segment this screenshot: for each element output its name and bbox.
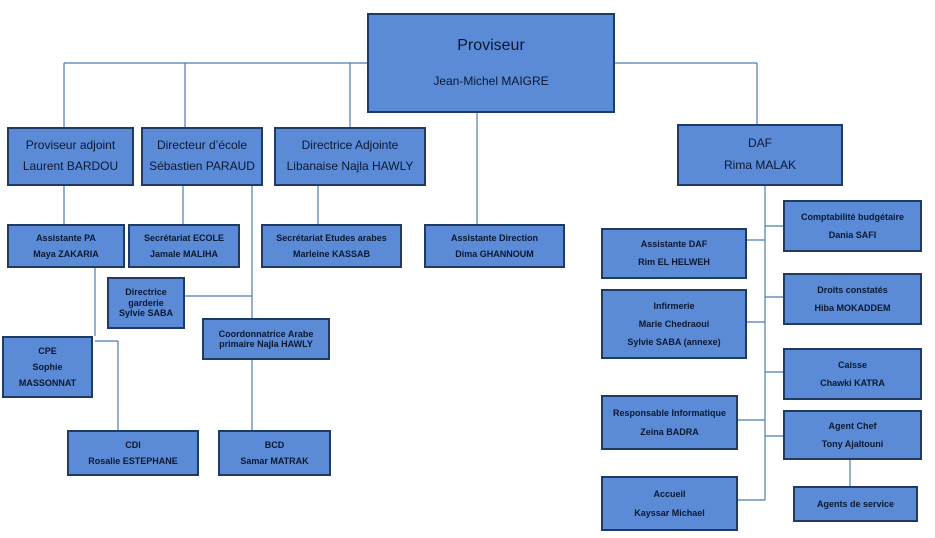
node-responsable-informatique: Responsable Informatique Zeina BADRA (601, 395, 738, 450)
node-title: CPE (38, 345, 57, 356)
node-name: Marleine KASSAB (292, 248, 371, 259)
node-line: primaire Najla HAWLY (219, 339, 313, 349)
node-comptabilite-budgetaire: Comptabilité budgétaire Dania SAFI (783, 200, 922, 252)
node-name: Sébastien PARAUD (149, 159, 255, 174)
node-secretariat-etudes-arabes: Secrétariat Etudes arabes Marleine KASSA… (261, 224, 402, 268)
node-name: Dania SAFI (828, 229, 877, 240)
node-agent-chef: Agent Chef Tony Ajaltouni (783, 410, 922, 460)
node-name: Maya ZAKARIA (33, 248, 99, 259)
node-title: Proviseur (457, 36, 525, 54)
node-title: Agent Chef (828, 421, 877, 432)
node-name: Kayssar Michael (634, 507, 705, 518)
node-assistante-daf: Assistante DAF Rim EL HELWEH (601, 228, 747, 279)
node-directrice-garderie: Directrice garderie Sylvie SABA (107, 277, 185, 329)
node-proviseur-adjoint: Proviseur adjoint Laurent BARDOU (7, 127, 134, 186)
node-name: Rosalie ESTEPHANE (88, 455, 178, 466)
node-name: Dima GHANNOUM (455, 248, 534, 259)
node-name: Sylvie SABA (118, 308, 174, 319)
node-cpe: CPE Sophie MASSONNAT (2, 336, 93, 398)
node-caisse: Caisse Chawki KATRA (783, 348, 922, 400)
node-line: Directrice (125, 287, 167, 298)
node-name: Sylvie SABA (annexe) (627, 336, 721, 347)
node-title: Assistante PA (36, 233, 96, 244)
node-name: Jean-Michel MAIGRE (433, 74, 549, 89)
node-secretariat-ecole: Secrétariat ECOLE Jamale MALIHA (128, 224, 240, 268)
node-name: Samar MATRAK (240, 455, 309, 466)
node-directrice-adjointe: Directrice Adjointe Libanaise Najla HAWL… (274, 127, 426, 186)
node-infirmerie: Infirmerie Marie Chedraoui Sylvie SABA (… (601, 289, 747, 359)
node-line: Coordonnatrice Arabe (218, 328, 314, 339)
node-title: Secrétariat Etudes arabes (276, 233, 387, 244)
node-title: Responsable Informatique (612, 407, 727, 418)
node-name: Laurent BARDOU (22, 159, 119, 174)
node-name: Marie Chedraoui (638, 318, 710, 329)
node-name: Tony Ajaltouni (821, 438, 884, 449)
node-title: Proviseur adjoint (25, 137, 116, 152)
node-title: CDI (125, 439, 141, 450)
node-name: Rima MALAK (723, 158, 797, 173)
node-name: MASSONNAT (18, 377, 77, 388)
node-title: DAF (748, 135, 772, 150)
node-assistante-direction: Assistante Direction Dima GHANNOUM (424, 224, 565, 268)
node-name: Rim EL HELWEH (638, 257, 710, 268)
node-coordonnatrice-arabe: Coordonnatrice Arabe primaire Najla HAWL… (202, 318, 330, 360)
node-title: Directeur d’école (156, 137, 248, 152)
node-title: Comptabilité budgétaire (800, 211, 904, 222)
node-title: Caisse (837, 359, 868, 370)
node-title: Directrice Adjointe (301, 137, 399, 152)
node-title: Accueil (653, 488, 686, 499)
node-title: Agents de service (816, 498, 895, 509)
node-name: Sophie (32, 361, 63, 372)
node-title: Assistante Direction (450, 233, 539, 244)
node-name: Libanaise Najla HAWLY (286, 159, 414, 174)
node-cdi: CDI Rosalie ESTEPHANE (67, 430, 199, 476)
node-droits-constates: Droits constatés Hiba MOKADDEM (783, 273, 922, 325)
node-title: Infirmerie (653, 300, 695, 311)
node-directeur-ecole: Directeur d’école Sébastien PARAUD (141, 127, 263, 186)
node-title: Assistante DAF (640, 239, 708, 250)
node-line: garderie (128, 297, 164, 308)
node-agents-de-service: Agents de service (793, 486, 918, 522)
node-daf: DAF Rima MALAK (677, 124, 843, 186)
node-title: Secrétariat ECOLE (143, 233, 225, 244)
node-name: Jamale MALIHA (149, 248, 219, 259)
node-proviseur: Proviseur Jean-Michel MAIGRE (367, 13, 615, 113)
node-assistante-pa: Assistante PA Maya ZAKARIA (7, 224, 125, 268)
node-title: Droits constatés (817, 284, 888, 295)
node-title: BCD (264, 439, 285, 450)
node-bcd: BCD Samar MATRAK (218, 430, 331, 476)
node-accueil: Accueil Kayssar Michael (601, 476, 738, 531)
node-name: Chawki KATRA (820, 377, 885, 388)
node-name: Zeina BADRA (640, 426, 699, 437)
node-name: Hiba MOKADDEM (814, 302, 891, 313)
